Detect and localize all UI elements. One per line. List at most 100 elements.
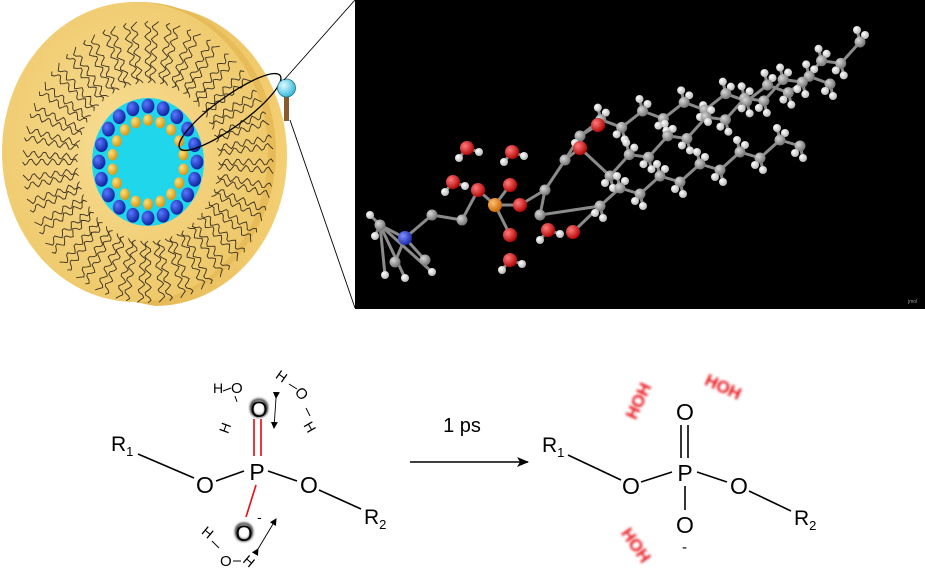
headgroup-blue (142, 99, 155, 114)
atom-h (601, 179, 609, 187)
headgroup-gold (155, 117, 165, 129)
atom-h (853, 26, 861, 34)
atom-h (755, 104, 763, 112)
r2-label: R2 (364, 506, 386, 532)
atom-h (801, 90, 809, 98)
phosphorus-product: P (677, 460, 692, 486)
atom-h (693, 148, 701, 156)
atom-h (761, 69, 769, 77)
headgroup-blue (95, 137, 108, 152)
atom-h (815, 45, 823, 53)
headgroup-blue (102, 122, 115, 137)
headgroup-blue (157, 208, 170, 223)
atom-h (594, 104, 602, 112)
headgroup-blue (95, 172, 108, 187)
atom-o (446, 175, 460, 189)
headgroup-blue (157, 101, 170, 116)
oxygen-left-product: O (622, 473, 640, 499)
atom-h (556, 230, 564, 238)
r1-label: R1 (111, 433, 133, 459)
headgroup-blue (126, 101, 139, 116)
atom-h (518, 260, 526, 268)
atom-h (704, 118, 712, 126)
atom-h (428, 268, 436, 276)
atom-h (500, 158, 508, 166)
hbond-arrow-top (274, 398, 276, 428)
atom-h (401, 274, 409, 282)
headgroup-gold (166, 188, 176, 200)
atom-c (775, 135, 786, 146)
headgroup-blue (181, 188, 194, 203)
headgroup-blue (93, 155, 106, 170)
bond-p-o-right (268, 471, 297, 481)
headgroup-blue (142, 211, 155, 226)
atom-h (787, 101, 795, 109)
headgroup-gold (112, 135, 122, 147)
bond-r1-o (138, 454, 194, 478)
atom-h (719, 178, 727, 186)
atom-h (461, 182, 469, 190)
headgroup-blue (170, 200, 183, 215)
atom-o (591, 118, 605, 132)
headgroup-gold (166, 124, 176, 136)
atom-h (441, 188, 449, 196)
atom-c (735, 147, 746, 158)
atom-c (375, 220, 386, 231)
atom-c (816, 55, 827, 66)
atom-h (498, 266, 506, 274)
atom-h (381, 271, 389, 279)
atom-c (427, 210, 438, 221)
headgroup-blue (113, 200, 126, 215)
headgroup-gold (120, 188, 130, 200)
atom-h (751, 161, 759, 169)
svg-text:H: H (273, 367, 290, 386)
atom-h (793, 85, 801, 93)
oxygen-bottom-product: O (676, 512, 694, 538)
atom-n (398, 231, 412, 245)
atom-h (455, 154, 463, 162)
headgroup-blue (191, 155, 204, 170)
svg-text:H: H (301, 419, 320, 436)
atom-h (636, 95, 644, 103)
atom-p (488, 198, 502, 212)
headgroup-gold (131, 117, 141, 129)
bond-o-p-left (216, 471, 244, 481)
atom-h (791, 149, 799, 157)
atom-o (541, 223, 555, 237)
water-red-2: HOH (702, 371, 744, 404)
water-molecule-2: H O H (273, 367, 320, 436)
atom-h (371, 232, 379, 240)
water-red-3: HOH (617, 524, 654, 566)
headgroup-gold (112, 177, 122, 189)
atom-h (613, 172, 621, 180)
r1-label-product: R1 (542, 434, 564, 460)
atom-h (802, 60, 810, 68)
atom-h (840, 71, 848, 79)
atom-h (599, 214, 607, 222)
phosphorus: P (249, 459, 264, 485)
headgroup-gold (178, 163, 188, 175)
atom-c (457, 215, 468, 226)
zoom-line-bottom (290, 120, 355, 308)
atom-c (720, 88, 731, 99)
atom-h (631, 197, 639, 205)
atom-h (622, 139, 630, 147)
oxygen-bottom: O (235, 521, 252, 546)
headgroup-blue (113, 109, 126, 124)
atom-c (637, 106, 648, 117)
atom-h (520, 152, 528, 160)
atom-o (503, 178, 517, 192)
r2-label-product: R2 (794, 507, 816, 533)
atom-h (678, 141, 686, 149)
svg-text:O: O (220, 553, 232, 570)
atom-h (639, 202, 647, 210)
atom-c (560, 155, 571, 166)
atom-c (855, 37, 866, 48)
atom-c (662, 130, 673, 141)
headgroup-gold (131, 196, 141, 208)
atom-o (513, 198, 527, 212)
headgroup-gold (108, 149, 118, 161)
oxygen-top-product: O (676, 399, 694, 425)
charge-minus: - (257, 509, 262, 525)
